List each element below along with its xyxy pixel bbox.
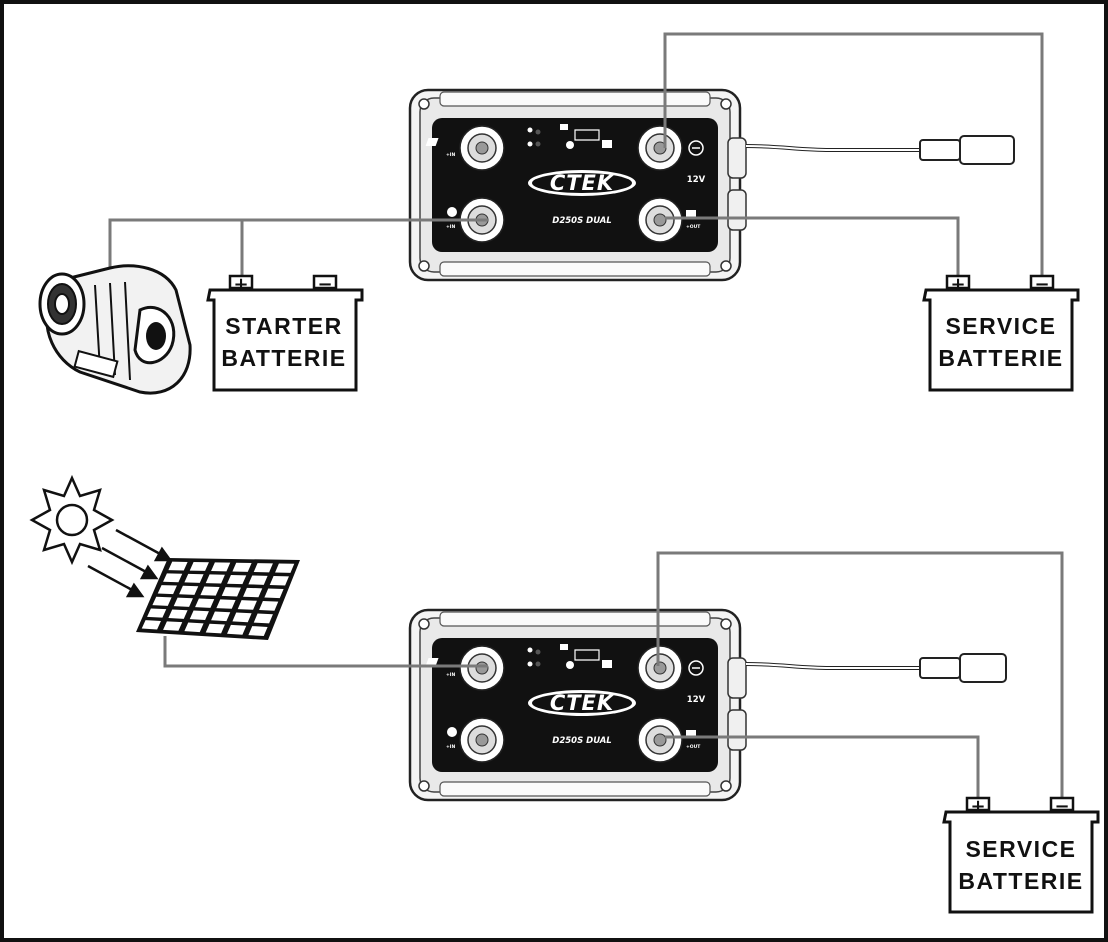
starter-battery-line2: BATTERIE (221, 345, 346, 371)
wire-solar-to-in (163, 636, 488, 668)
solar-cells (141, 561, 295, 637)
solar-cell (184, 622, 204, 633)
solar-cell (227, 574, 247, 585)
service-bottom-line1: SERVICE (965, 836, 1076, 862)
service-bottom-line2: BATTERIE (958, 868, 1083, 894)
starter-battery-line1: STARTER (225, 313, 342, 339)
solar-cell (275, 563, 295, 573)
starter-battery: + − STARTER BATTERIE (206, 274, 364, 392)
starter-plus-label: + (233, 274, 248, 295)
solar-cell (237, 600, 257, 610)
solar-cell (232, 612, 252, 623)
solar-cell (253, 613, 273, 624)
solar-cell (168, 561, 188, 571)
plug-top (959, 135, 1015, 165)
bottom-scenario: CTEK D250S DUAL 12V +IN +IN +OUT + − SER… (29, 474, 1100, 914)
solar-cell (173, 597, 193, 607)
charger-in-label-bottom: +IN (446, 672, 455, 678)
solar-cell (163, 621, 183, 631)
charger-voltage-top: 12V (687, 175, 706, 185)
plug-boot-bottom (919, 657, 961, 679)
solar-cell (243, 587, 263, 598)
alternator-icon (38, 264, 192, 395)
solar-cell (163, 573, 183, 583)
solar-cell (216, 599, 236, 609)
solar-cell (195, 598, 215, 608)
charger-model-bottom: D250S DUAL (552, 736, 611, 746)
wire-out-to-service-top (665, 216, 960, 285)
solar-cell (211, 611, 231, 622)
plug-bottom (959, 653, 1007, 683)
charger-out-label-top: +OUT (686, 224, 701, 230)
service-top-line2: BATTERIE (938, 345, 1063, 371)
charger-model-top: D250S DUAL (552, 216, 611, 226)
solar-cell (259, 601, 279, 611)
solar-cell (269, 575, 289, 586)
service-top-plus-label: + (950, 274, 965, 295)
service-battery-top: + − SERVICE BATTERIE (922, 274, 1080, 392)
wire-alternator-to-in (108, 218, 488, 285)
charger-voltage-bottom: 12V (687, 695, 706, 705)
plug-boot-top (919, 139, 961, 161)
solar-cell (232, 562, 252, 572)
solar-cell (141, 620, 161, 630)
solar-cell (189, 562, 209, 571)
charger-in2-label-top: +IN (446, 224, 455, 230)
charger-in2-label-bottom: +IN (446, 744, 455, 750)
charger-unit-bottom: CTEK D250S DUAL 12V +IN +IN +OUT (408, 608, 748, 802)
solar-cell (211, 562, 231, 572)
solar-cell (221, 587, 241, 597)
wire-out-to-service-bottom (665, 735, 980, 808)
solar-cell (184, 573, 204, 583)
solar-cell (264, 588, 284, 599)
service-battery-bottom: + − SERVICE BATTERIE (942, 796, 1100, 914)
solar-cell (152, 596, 172, 606)
solar-cell (168, 609, 188, 619)
solar-cell (227, 624, 247, 635)
wire-service-minus-top (663, 32, 1044, 285)
wire-service-minus-bottom (656, 551, 1064, 808)
charger-brand-bottom: CTEK (550, 691, 615, 715)
solar-cell (248, 575, 268, 585)
service-top-minus-label: − (1034, 274, 1049, 295)
solar-panel-icon (136, 558, 300, 640)
solar-cell (205, 623, 225, 634)
solar-cell (147, 608, 167, 618)
solar-cell (248, 626, 268, 637)
service-bottom-plus-label: + (970, 796, 985, 817)
solar-cell (157, 585, 177, 595)
top-scenario: CTEK D250S DUAL 12V +IN +IN +OUT (38, 32, 1080, 395)
charger-in-label-top: +IN (446, 152, 455, 158)
solar-cell (205, 574, 225, 584)
charger-brand-top: CTEK (550, 171, 615, 195)
sun-icon (29, 474, 115, 566)
charger-unit-top: CTEK D250S DUAL 12V +IN +IN +OUT (408, 88, 748, 282)
sun-rays-icon (87, 528, 173, 598)
solar-cell (253, 563, 273, 573)
service-top-line1: SERVICE (945, 313, 1056, 339)
solar-cell (200, 586, 220, 596)
solar-cell (189, 610, 209, 620)
charger-out-label-bottom: +OUT (686, 744, 701, 750)
service-bottom-minus-label: − (1054, 796, 1069, 817)
solar-cell (179, 585, 199, 595)
starter-minus-label: − (317, 274, 332, 295)
